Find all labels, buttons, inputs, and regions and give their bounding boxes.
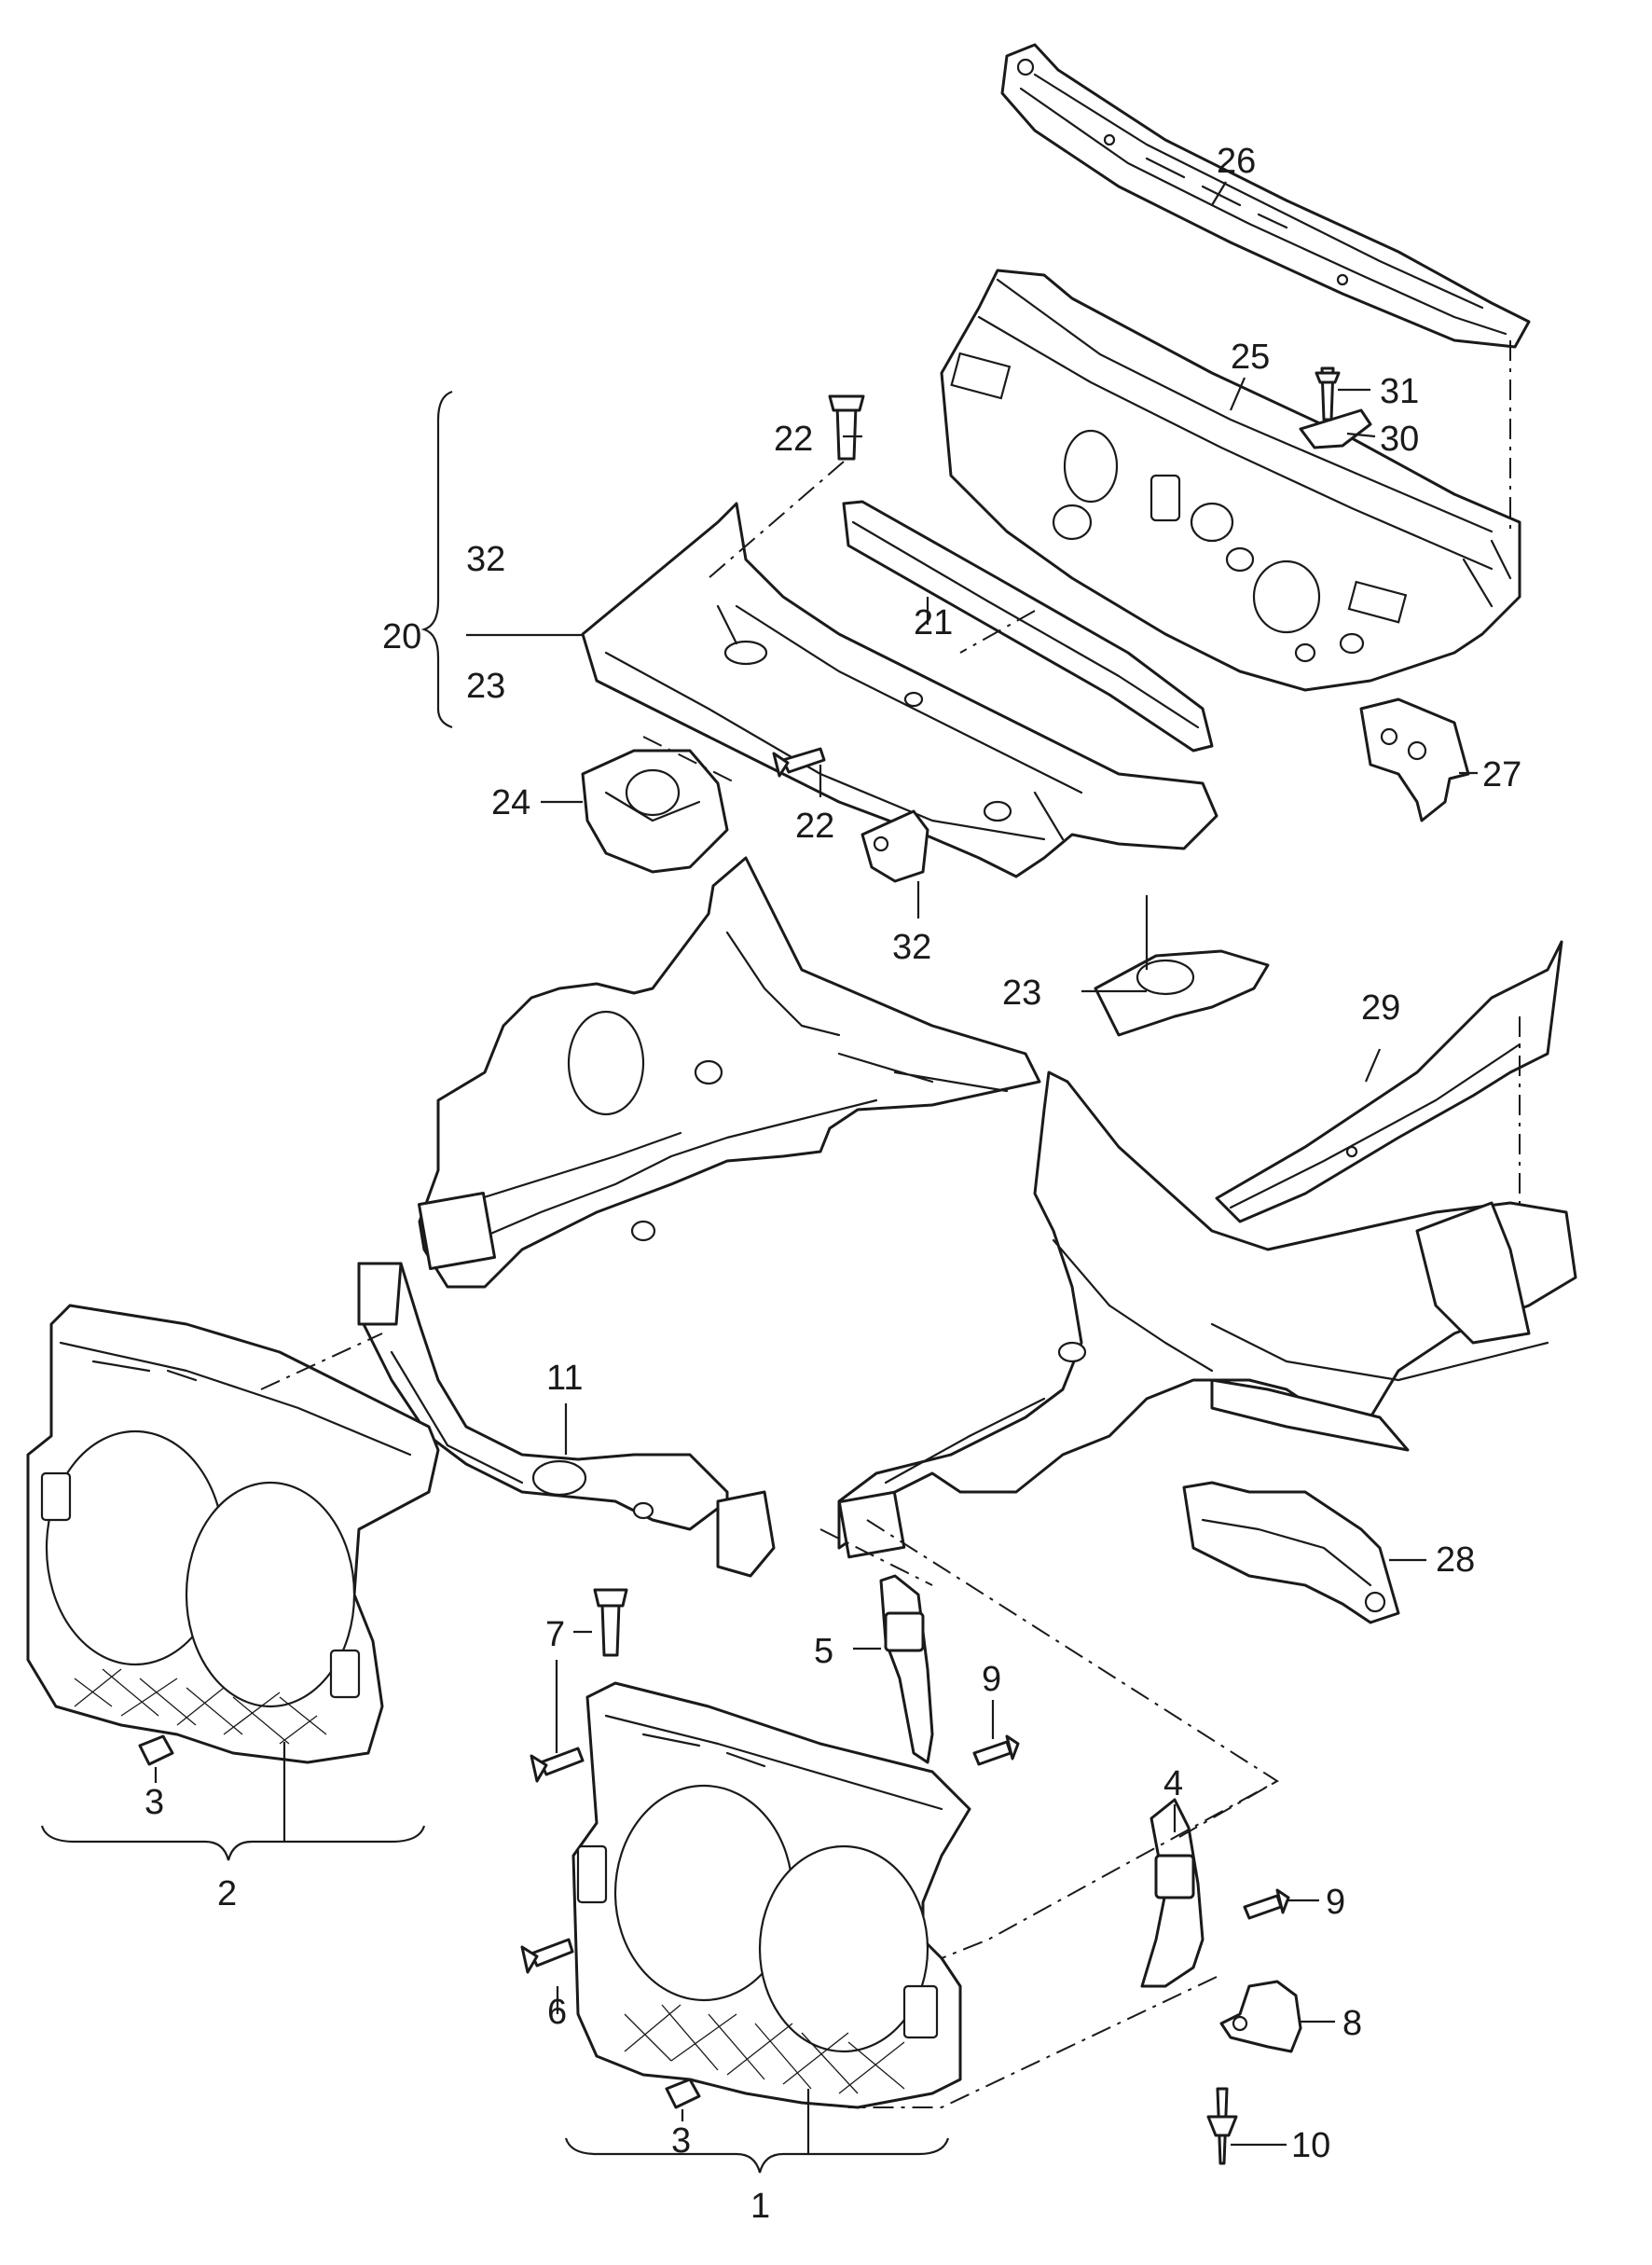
part-4-bracket	[1140, 1798, 1205, 1988]
callout-27: 27	[1482, 755, 1521, 794]
callout-32-top: 32	[466, 540, 505, 579]
callout-8: 8	[1342, 2004, 1362, 2043]
callout-21: 21	[914, 603, 953, 642]
callout-30: 30	[1380, 420, 1419, 459]
part-9-bolt-lower	[1243, 1888, 1290, 1920]
callout-7: 7	[545, 1615, 565, 1654]
callout-22-upper: 22	[774, 420, 813, 459]
part-32-bracket	[860, 809, 929, 883]
part-3-clip-nut-left	[138, 1734, 174, 1766]
callout-29: 29	[1361, 988, 1400, 1028]
part-27-bracket	[1359, 697, 1470, 822]
callout-3-left: 3	[145, 1783, 164, 1822]
callout-11: 11	[546, 1359, 583, 1398]
part-7-bolt-side	[530, 1747, 585, 1783]
callout-leaders	[154, 181, 1478, 2147]
part-5-bracket	[879, 1574, 934, 1764]
part-21-strut-brace	[842, 500, 1214, 753]
callout-4: 4	[1163, 1764, 1183, 1803]
part-23-spring-tower-right	[1094, 949, 1270, 1037]
part-7-bolt	[593, 1588, 628, 1657]
part-29-reinforcement	[1215, 940, 1563, 1223]
part-31-stud	[1315, 366, 1341, 421]
callout-labels: 26 25 31 30 22 32 21 20 23 24 22 32 23 2…	[145, 142, 1521, 2226]
callout-10: 10	[1291, 2126, 1330, 2165]
callout-23-lower: 23	[1002, 974, 1041, 1013]
callout-6: 6	[547, 1993, 567, 2032]
part-2-front-panel-assembly	[26, 1304, 440, 1764]
callout-28: 28	[1436, 1540, 1475, 1580]
callout-23-top: 23	[466, 667, 505, 706]
callout-25: 25	[1231, 338, 1270, 377]
callout-2: 2	[217, 1874, 237, 1913]
callout-24: 24	[491, 783, 530, 822]
assembly-centerlines	[260, 340, 1521, 2108]
part-8-bracket	[1219, 1980, 1302, 2053]
callout-3-right: 3	[671, 2121, 691, 2161]
part-26-upper-cowl-panel	[1000, 43, 1531, 349]
callout-26: 26	[1217, 142, 1256, 181]
part-22-bolt-upper	[828, 394, 865, 461]
part-22-bolt-lower	[772, 747, 826, 778]
part-9-bolt-upper	[972, 1734, 1020, 1766]
callout-1: 1	[750, 2187, 770, 2226]
right-frame-rail-structure	[837, 1070, 1577, 1559]
part-10-rivet	[1206, 2087, 1238, 2165]
part-24-spring-tower-left	[581, 749, 729, 874]
callout-9-lower: 9	[1326, 1883, 1345, 1922]
callout-22-lower: 22	[795, 807, 834, 846]
part-3-clip-nut-right	[665, 2078, 701, 2109]
callout-5: 5	[814, 1632, 833, 1671]
grouping-brackets	[40, 390, 950, 2174]
callout-31: 31	[1380, 372, 1419, 411]
part-25-bulkhead-panel	[940, 269, 1521, 692]
left-frame-rail-structure	[417, 856, 1041, 1289]
callout-20: 20	[382, 617, 421, 656]
part-6-bolt	[520, 1938, 574, 1974]
part-1-front-panel	[571, 1681, 971, 2109]
callout-32-lower: 32	[892, 928, 931, 967]
part-28-reinforcement	[1182, 1481, 1400, 1624]
callout-9-upper: 9	[982, 1660, 1001, 1699]
